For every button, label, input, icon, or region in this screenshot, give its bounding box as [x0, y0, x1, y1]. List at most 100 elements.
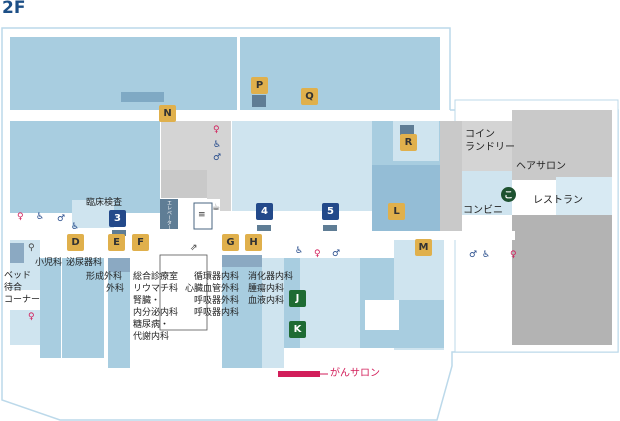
label-general-2: リウマチ科	[133, 284, 179, 294]
cancer-salon-bar	[278, 371, 320, 377]
room-5-area	[323, 225, 337, 231]
restroom-icon: ♂	[57, 214, 66, 224]
label-bed-waiting-3: コーナー	[4, 295, 41, 305]
label-gastro-2: 腫瘍内科	[248, 284, 285, 294]
label-general-4: 内分泌内科	[133, 308, 179, 318]
restroom-icon: ♀	[17, 212, 24, 222]
label-cardio-3: 呼吸器外科	[194, 296, 240, 306]
label-pediatrics: 小児科	[35, 258, 63, 268]
label-gastro-1: 消化器内科	[248, 272, 294, 282]
marker-d[interactable]: D	[67, 234, 84, 251]
room-restaurant	[512, 110, 612, 180]
label-clinical-lab: 臨床検査	[86, 198, 123, 208]
room-gastro	[262, 258, 284, 368]
marker-j[interactable]: J	[289, 290, 306, 307]
label-plastic-surgery: 形成外科	[86, 272, 123, 282]
corridor-main	[10, 231, 515, 240]
stairs-block	[193, 202, 213, 230]
wheelchair-icon: ♿	[295, 246, 304, 256]
label-gastro-3: 血液内科	[248, 296, 285, 306]
room-plastic-strip	[108, 258, 130, 272]
marker-n[interactable]: N	[159, 105, 176, 122]
label-general-5: 糖尿病・	[133, 320, 170, 330]
room-gray-2	[161, 170, 207, 198]
stairs-icon: ≡	[198, 210, 206, 220]
convenience-mark: こ	[501, 187, 516, 202]
label-general-1: 総合診療室	[133, 272, 179, 282]
label-cancer-salon: がんサロン	[330, 368, 380, 379]
label-urology: 泌尿器科	[66, 258, 103, 268]
restroom-icon: ♀	[314, 249, 321, 259]
label-surgery: 外科	[106, 284, 125, 294]
label-coin-laundry-1: コイン	[465, 129, 495, 140]
room-left-mid-light	[72, 200, 114, 228]
label-bed-waiting-1: ベッド	[4, 271, 32, 281]
restroom-icon: ♂	[469, 250, 478, 260]
label-cardio-2: 心臓血管外科	[185, 284, 240, 294]
label-hair-salon: ヘアサロン	[516, 161, 566, 172]
restroom-icon: ♀	[213, 125, 220, 135]
wheelchair-icon: ♿	[71, 222, 80, 232]
wheelchair-icon: ♿	[482, 250, 491, 260]
marker-5[interactable]: 5	[322, 203, 339, 220]
marker-m[interactable]: M	[415, 239, 432, 256]
room-cardio	[222, 258, 262, 368]
room-center-lower	[372, 165, 440, 233]
restroom-icon: ♂	[213, 153, 222, 163]
cafe-cup-icon: ☕	[212, 203, 221, 213]
label-convenience: コンビニ	[463, 205, 503, 216]
corridor-top	[10, 110, 450, 121]
room-urology	[62, 258, 104, 358]
room-bed-gray	[10, 243, 24, 263]
room-p-area	[252, 95, 266, 107]
label-elevator: エレベーター	[166, 200, 172, 230]
room-4-area	[257, 225, 271, 231]
label-general-3: 腎臓・	[133, 296, 161, 306]
marker-g[interactable]: G	[222, 234, 239, 251]
marker-3[interactable]: 3	[109, 210, 126, 227]
marker-q[interactable]: Q	[301, 88, 318, 105]
marker-e[interactable]: E	[108, 234, 125, 251]
room-lower-cross	[300, 258, 360, 348]
room-left-mid	[10, 121, 160, 213]
room-cardio-strip	[222, 255, 262, 267]
room-restaurant-light	[556, 177, 612, 215]
room-strip	[121, 92, 164, 102]
room-right-lower	[512, 215, 612, 345]
restroom-icon: ♂	[332, 249, 341, 259]
room-gray-right	[440, 121, 462, 231]
escalator-icon: ⇗	[190, 243, 198, 253]
marker-l[interactable]: L	[388, 203, 405, 220]
room-3-area	[112, 230, 126, 236]
restroom-icon: ♀	[28, 312, 35, 322]
room-plastic	[108, 258, 130, 368]
label-general-6: 代謝内科	[133, 332, 170, 342]
room-gray-3	[207, 121, 231, 211]
elevator-block	[160, 199, 178, 229]
room-lower-white	[365, 300, 399, 330]
label-restaurant: レストラン	[533, 195, 583, 206]
room-small-gray	[400, 125, 414, 135]
label-bed-waiting-2: 待合	[4, 283, 23, 293]
room-center	[232, 121, 372, 211]
label-coin-laundry-2: ランドリー	[465, 142, 515, 153]
marker-f[interactable]: F	[132, 234, 149, 251]
room-coin-laundry	[462, 121, 512, 171]
marker-h[interactable]: H	[245, 234, 262, 251]
restroom-icon: ♀	[510, 250, 517, 260]
room-general-gray	[159, 254, 208, 331]
marker-4[interactable]: 4	[256, 203, 273, 220]
room-bottom-left-blue	[10, 310, 40, 345]
floor-label: 2F	[2, 0, 26, 18]
room-top-right	[240, 37, 440, 110]
marker-r[interactable]: R	[400, 134, 417, 151]
marker-p[interactable]: P	[251, 77, 268, 94]
wheelchair-icon: ♿	[36, 212, 45, 222]
room-pediatrics	[40, 258, 61, 358]
label-cardio-1: 循環器内科	[194, 272, 240, 282]
family-restroom-icon: ⚲	[28, 243, 35, 253]
label-cardio-4: 呼吸器内科	[194, 308, 240, 318]
wheelchair-icon: ♿	[213, 140, 222, 150]
marker-k[interactable]: K	[289, 321, 306, 338]
